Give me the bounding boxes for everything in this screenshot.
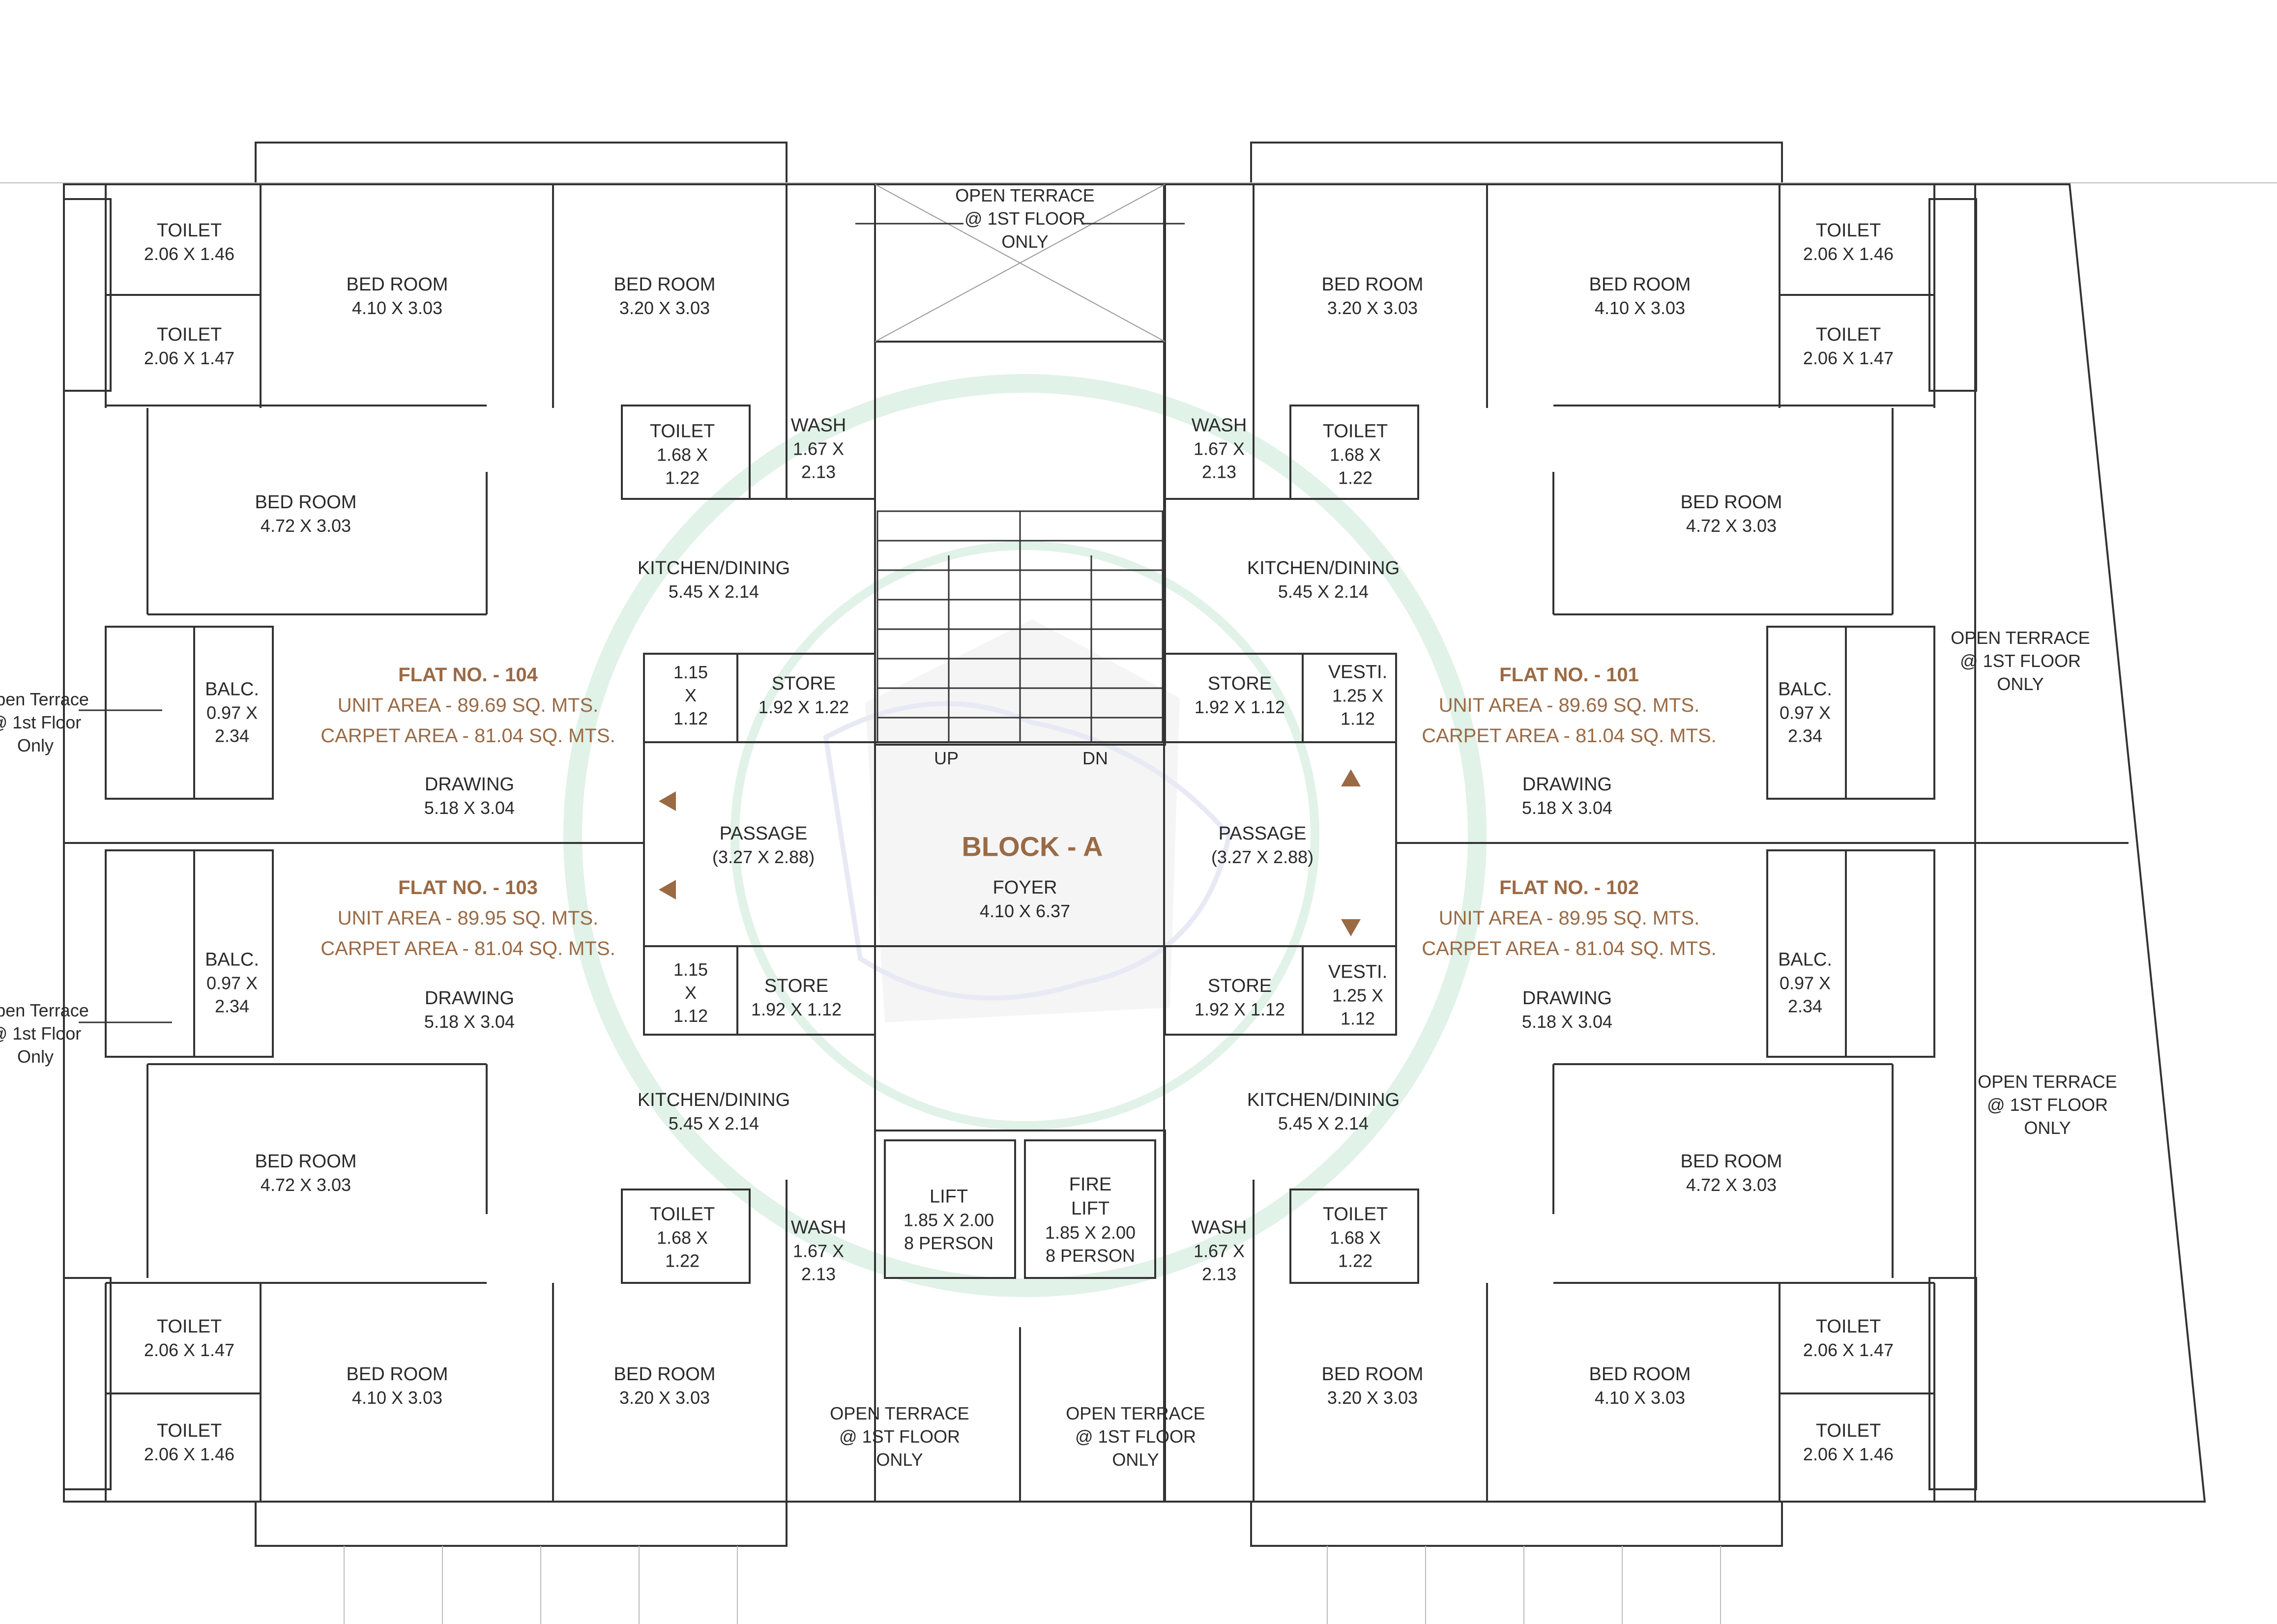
room-label: PASSAGE(3.27 X 2.88) xyxy=(1211,823,1314,868)
foyer-label: FOYER 4.10 X 6.37 xyxy=(979,877,1071,922)
room-label: BALC.0.97 X 2.34 xyxy=(1778,679,1832,746)
rera-watermark-seal xyxy=(563,374,1487,1297)
room-label: 1.15 X 1.12 xyxy=(673,959,708,1026)
direction-markers xyxy=(659,769,1361,936)
room-label: BALC.0.97 X 2.34 xyxy=(205,949,259,1016)
room-label: PASSAGE(3.27 X 2.88) xyxy=(712,823,815,868)
flat-102-info: FLAT NO. - 102 UNIT AREA - 89.95 SQ. MTS… xyxy=(1422,877,1717,959)
flat-104-info: FLAT NO. - 104 UNIT AREA - 89.69 SQ. MTS… xyxy=(321,664,615,747)
room-label: VESTI.1.25 X 1.12 xyxy=(1328,961,1388,1029)
flat-101-info: FLAT NO. - 101 UNIT AREA - 89.69 SQ. MTS… xyxy=(1422,664,1717,747)
staircase xyxy=(876,510,1164,743)
flat-103-info: FLAT NO. - 103 UNIT AREA - 89.95 SQ. MTS… xyxy=(321,877,615,959)
room-label: 1.15 X 1.12 xyxy=(673,662,708,728)
room-label: BALC.0.97 X 2.34 xyxy=(205,679,259,746)
stair-down-label: DN xyxy=(1082,748,1108,768)
room-label: BALC.0.97 X 2.34 xyxy=(1778,949,1832,1016)
stair-up-label: UP xyxy=(934,748,959,768)
room-label: VESTI.1.25 X 1.12 xyxy=(1328,662,1388,729)
right-terrace-outline xyxy=(1975,183,2206,1503)
block-title: BLOCK - A xyxy=(962,831,1103,862)
